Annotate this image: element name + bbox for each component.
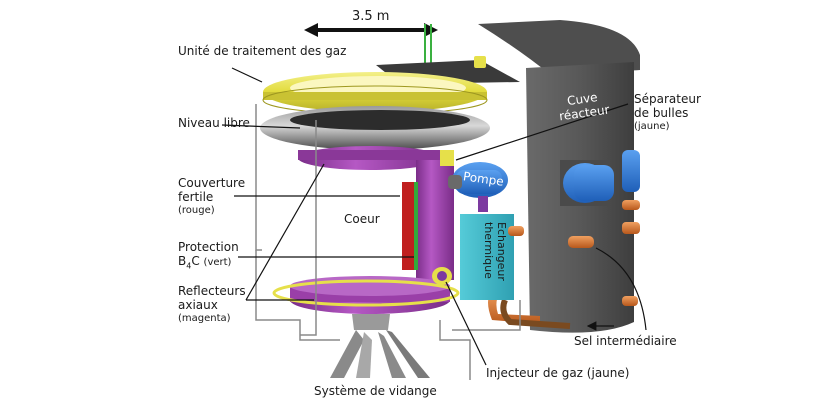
- b4c-c: C: [191, 254, 200, 268]
- b4c-subscript: 4: [186, 261, 192, 271]
- label-heat-exchanger-line1: Echangeur: [495, 222, 508, 281]
- leader-lines: [221, 67, 647, 366]
- label-axial-reflectors-line2: axiaux: [178, 298, 218, 312]
- lid-lock-icon: [474, 56, 486, 68]
- vessel-blue-pipe-2: [622, 150, 640, 192]
- label-gas-injector: Injecteur de gaz (jaune): [486, 366, 630, 380]
- label-intermediate-salt: Sel intermédiaire: [574, 334, 677, 348]
- copper-u-pipe: [488, 290, 540, 324]
- label-fertile-blanket: Couverture fertile (rouge): [178, 176, 245, 218]
- label-heat-exchanger: Echangeur thermique: [482, 222, 508, 281]
- label-fertile-blanket-note: (rouge): [178, 205, 215, 216]
- label-b4c-line2: B4C (vert): [178, 254, 239, 273]
- label-axial-reflectors-line1: Reflecteurs: [178, 284, 246, 298]
- fertile-blanket-red: [402, 182, 414, 270]
- intermediate-salt-inlet: [568, 236, 594, 248]
- support-frame: [255, 104, 521, 380]
- label-heat-exchanger-line2: thermique: [482, 222, 495, 279]
- core-column: [416, 160, 454, 280]
- label-free-level: Niveau libre: [178, 116, 250, 130]
- label-b4c-note: (vert): [203, 257, 232, 268]
- scale-bar-left-arrow: [304, 23, 318, 37]
- label-b4c-line1: Protection: [178, 240, 239, 254]
- leader-intermediate-salt: [595, 247, 647, 331]
- label-core: Coeur: [344, 212, 380, 226]
- label-bubble-separator: Séparateur de bulles (jaune): [634, 92, 701, 134]
- bubble-separator: [440, 150, 454, 166]
- b4c-b: B: [178, 254, 187, 268]
- b4c-protection-green: [414, 182, 418, 270]
- leader-free-level: [221, 124, 301, 129]
- yellow-ring-lower: [272, 279, 460, 307]
- scale-bar: [304, 23, 438, 37]
- leader-reflector-upper: [245, 163, 325, 301]
- label-drain-system: Système de vidange: [314, 384, 437, 398]
- label-axial-reflectors: Reflecteurs axiaux (magenta): [178, 284, 246, 326]
- scale-bar-label: 3.5 m: [352, 9, 390, 24]
- label-axial-reflectors-note: (magenta): [178, 313, 231, 324]
- label-bubble-separator-line2: de bulles: [634, 106, 689, 120]
- leader-gas-injector: [445, 281, 487, 366]
- label-bubble-separator-line1: Séparateur: [634, 92, 701, 106]
- drain-system: [330, 314, 430, 378]
- label-fertile-blanket-line1: Couverture: [178, 176, 246, 190]
- label-b4c-protection: Protection B4C (vert): [178, 240, 239, 273]
- leader-bubble-separator: [455, 103, 629, 161]
- heat-exchanger: [460, 214, 514, 300]
- label-gas-processing: Unité de traitement des gaz: [178, 44, 347, 58]
- label-fertile-blanket-line2: fertile: [178, 190, 214, 204]
- leader-gas-processing: [231, 67, 263, 83]
- vessel-top-cap: [478, 20, 640, 76]
- label-bubble-separator-note: (jaune): [634, 121, 670, 132]
